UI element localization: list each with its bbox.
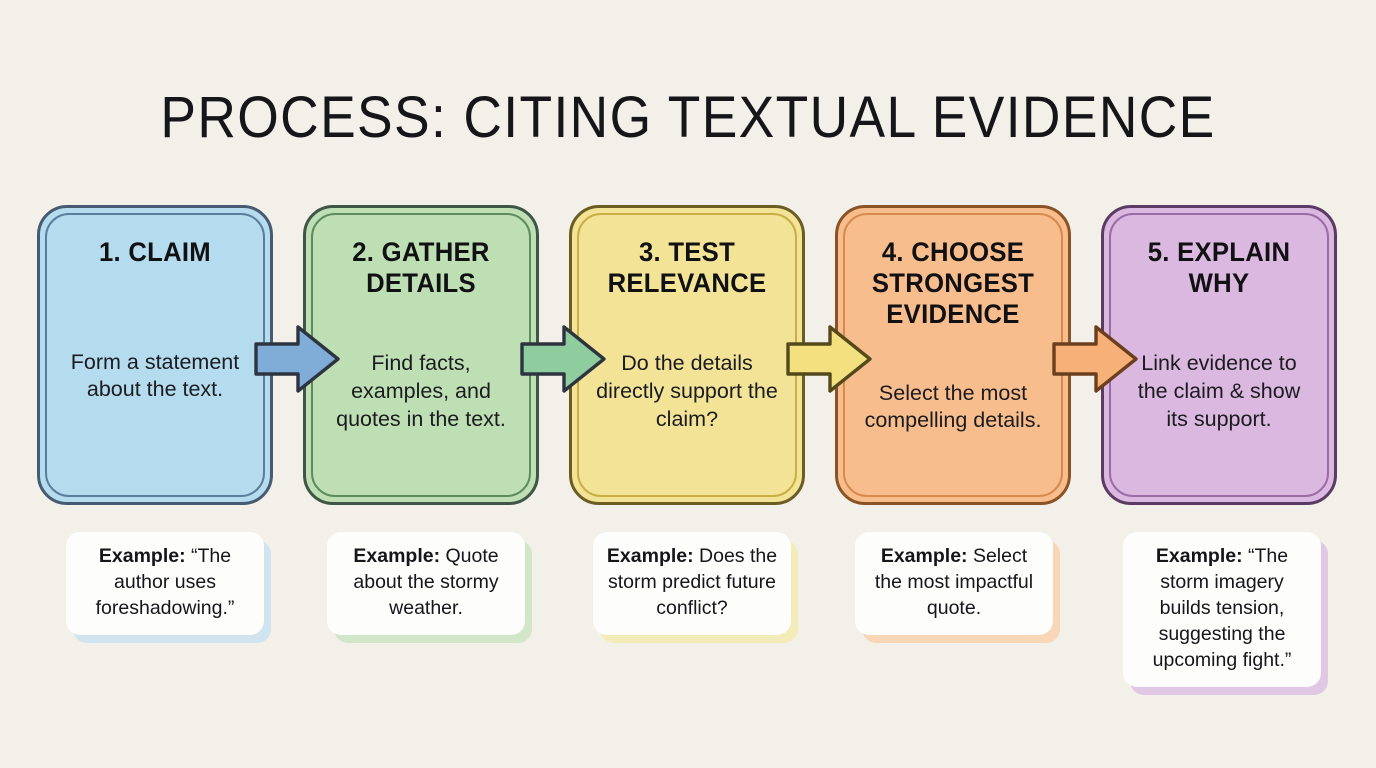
step-inner-frame: 3. TEST RELEVANCE Do the details directl… (577, 213, 797, 497)
example-text: Does the storm predict future conflict? (608, 545, 778, 619)
example-text: “The storm imagery builds tension, sugge… (1152, 545, 1292, 671)
example-label: Example: (98, 545, 186, 567)
example-label: Example: (1155, 545, 1243, 567)
example-card-explain-why: Example: “The storm imagery builds tensi… (1123, 532, 1321, 687)
step-title: 4. CHOOSE STRONGEST EVIDENCE (871, 237, 1035, 329)
process-step-row: 1. CLAIM Form a statement about the text… (0, 205, 1376, 510)
step-description: Form a statement about the text. (70, 349, 240, 402)
example-label: Example: (353, 545, 441, 567)
process-step-choose-strongest-evidence: 4. CHOOSE STRONGEST EVIDENCE Select the … (835, 205, 1071, 505)
arrow-right-icon-3 (786, 323, 872, 395)
page-title: PROCESS: CITING TEXTUAL EVIDENCE (160, 85, 1216, 150)
step-inner-frame: 2. GATHER DETAILS Find facts, examples, … (311, 213, 531, 497)
step-inner-frame: 4. CHOOSE STRONGEST EVIDENCE Select the … (843, 213, 1063, 497)
example-text: Quote about the stormy weather. (353, 545, 499, 619)
step-title: 2. GATHER DETAILS (352, 237, 490, 298)
process-step-explain-why: 5. EXPLAIN WHY Link evidence to the clai… (1101, 205, 1337, 505)
example-card-row: Example: “The author uses foreshadowing.… (0, 532, 1376, 712)
example-label: Example: (880, 545, 968, 567)
arrow-right-icon-2 (520, 323, 606, 395)
arrow-right-icon-4 (1052, 323, 1138, 395)
step-inner-frame: 1. CLAIM Form a statement about the text… (45, 213, 265, 497)
step-title: 5. EXPLAIN WHY (1147, 237, 1291, 298)
step-description: Select the most compelling details. (864, 380, 1042, 433)
example-card-gather-details: Example: Quote about the stormy weather. (327, 532, 525, 635)
process-step-test-relevance: 3. TEST RELEVANCE Do the details directl… (569, 205, 805, 505)
step-description: Link evidence to the claim & show its su… (1137, 351, 1301, 431)
example-text: Select the most impactful quote. (874, 545, 1034, 619)
step-description: Find facts, examples, and quotes in the … (336, 351, 506, 431)
arrow-right-icon-1 (254, 323, 340, 395)
step-description: Do the details directly support the clai… (596, 351, 778, 431)
example-card-test-relevance: Example: Does the storm predict future c… (593, 532, 791, 635)
example-text: “The author uses foreshadowing.” (95, 545, 235, 619)
step-title: 3. TEST RELEVANCE (607, 237, 767, 298)
example-label: Example: (606, 545, 694, 567)
example-card-choose-strongest-evidence: Example: Select the most impactful quote… (855, 532, 1053, 635)
step-inner-frame: 5. EXPLAIN WHY Link evidence to the clai… (1109, 213, 1329, 497)
example-card-claim: Example: “The author uses foreshadowing.… (66, 532, 264, 635)
process-step-gather-details: 2. GATHER DETAILS Find facts, examples, … (303, 205, 539, 505)
step-title: 1. CLAIM (98, 237, 212, 267)
process-step-claim: 1. CLAIM Form a statement about the text… (37, 205, 273, 505)
